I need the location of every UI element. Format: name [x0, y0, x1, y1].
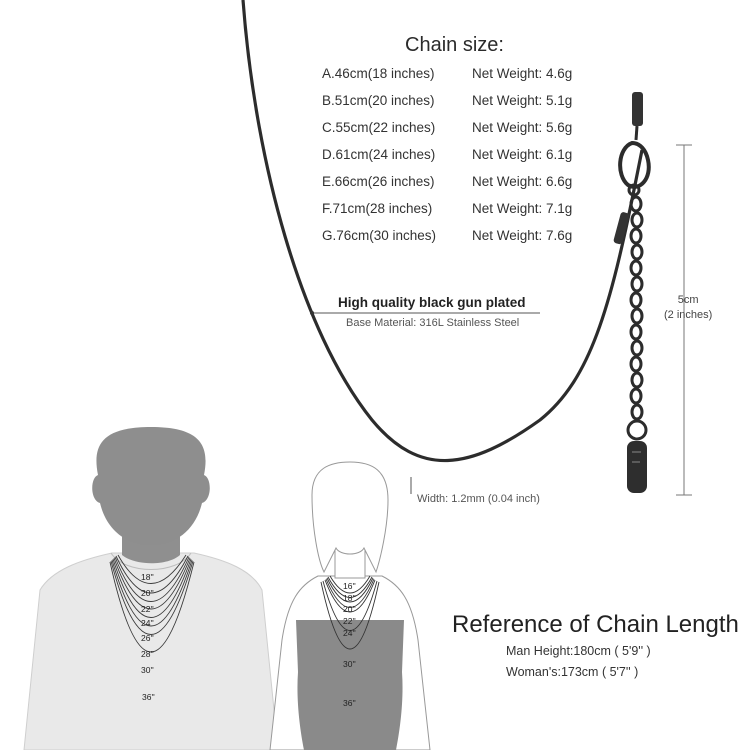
chain-end-cap [632, 92, 643, 126]
chain-length: B.51cm(20 inches) [322, 93, 435, 108]
woman-length-label: 22'' [343, 616, 356, 626]
extender-measure-line [676, 144, 692, 496]
extender-tag-icon [627, 441, 647, 493]
chain-length: F.71cm(28 inches) [322, 201, 433, 216]
reference-title: Reference of Chain Length [452, 611, 739, 638]
chain-net-weight: Net Weight: 7.6g [472, 228, 573, 243]
chain-net-weight: Net Weight: 5.1g [472, 93, 573, 108]
chain-net-weight: Net Weight: 7.1g [472, 201, 573, 216]
chain-length: A.46cm(18 inches) [322, 66, 435, 81]
extender-length-inches: (2 inches) [664, 309, 713, 321]
man-chain-lengths [109, 554, 195, 653]
woman-length-label: 20'' [343, 604, 356, 614]
man-figure [23, 427, 279, 750]
base-material-note: Base Material: 316L Stainless Steel [346, 317, 520, 329]
extender-chain [626, 195, 648, 441]
chain-length: E.66cm(26 inches) [322, 174, 435, 189]
width-note: Width: 1.2mm (0.04 inch) [417, 493, 540, 505]
man-length-label: 22'' [141, 604, 154, 614]
chain-net-weight: Net Weight: 6.6g [472, 174, 573, 189]
woman-length-label: 30'' [343, 659, 356, 669]
woman-length-label: 18'' [343, 593, 356, 603]
man-length-label: 26'' [141, 633, 154, 643]
woman-length-label: 24'' [343, 628, 356, 638]
woman-height-note: Woman's:173cm ( 5'7'' ) [506, 665, 639, 679]
woman-chain-lengths [320, 575, 380, 650]
man-length-label: 20'' [141, 588, 154, 598]
chain-end-cap-lower [613, 212, 630, 245]
woman-figure [269, 461, 431, 750]
man-length-label: 36'' [142, 692, 155, 702]
man-length-label: 28'' [141, 649, 154, 659]
chain-net-weight: Net Weight: 5.6g [472, 120, 573, 135]
man-height-note: Man Height:180cm ( 5'9'' ) [506, 644, 651, 658]
lobster-clasp-icon [618, 140, 651, 197]
woman-length-label: 36'' [343, 698, 356, 708]
plating-headline: High quality black gun plated [338, 295, 526, 310]
extender-length-cm: 5cm [677, 294, 699, 306]
chain-length: G.76cm(30 inches) [322, 228, 437, 243]
chain-net-weight: Net Weight: 6.1g [472, 147, 573, 162]
woman-length-label: 16'' [343, 581, 356, 591]
man-length-label: 24'' [141, 618, 154, 628]
chain-net-weight: Net Weight: 4.6g [472, 66, 573, 81]
chain-length: C.55cm(22 inches) [322, 120, 436, 135]
man-length-label: 30'' [141, 665, 154, 675]
chain-length: D.61cm(24 inches) [322, 147, 436, 162]
extender-length: 5cm (2 inches) [664, 293, 712, 323]
man-length-label: 18'' [141, 572, 154, 582]
chain-size-title: Chain size: [405, 34, 504, 56]
necklace-chain [241, 0, 644, 463]
